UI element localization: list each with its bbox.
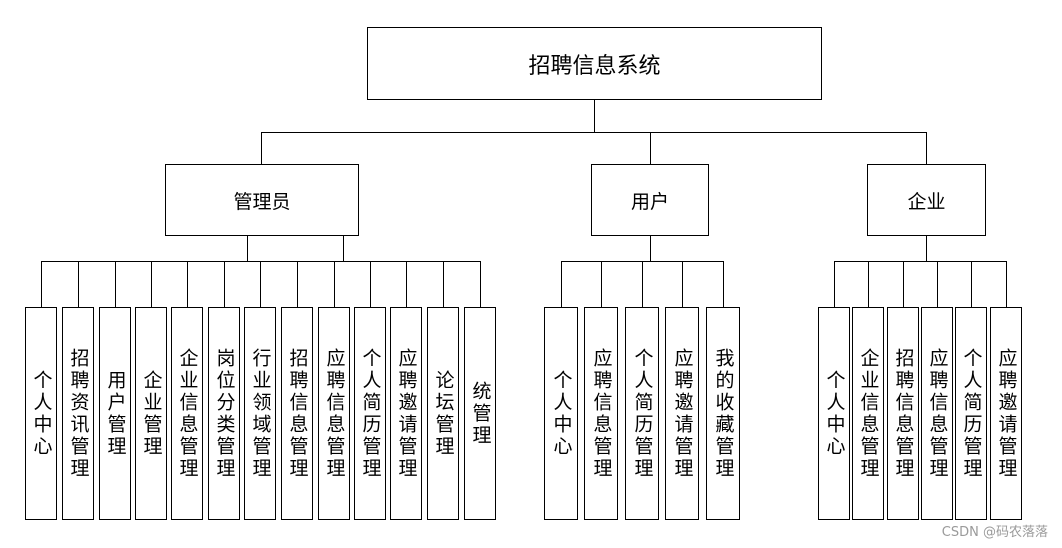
- root-node: 招聘信息系统: [367, 27, 822, 100]
- admin-module-label: 招聘信息管理: [286, 347, 309, 480]
- company-module-label: 企业信息管理: [857, 347, 880, 480]
- company-module: 应聘信息管理: [921, 307, 953, 520]
- company-drop: [868, 261, 869, 307]
- user-drop: [601, 261, 602, 307]
- admin-module-label: 统管理: [469, 380, 492, 447]
- admin-module: 招聘资讯管理: [62, 307, 94, 520]
- company-module: 个人中心: [818, 307, 850, 520]
- company-module: 个人简历管理: [955, 307, 987, 520]
- company-module: 企业信息管理: [852, 307, 884, 520]
- admin-stem-left: [247, 236, 248, 261]
- admin-module: 企业管理: [135, 307, 167, 520]
- company-module: 招聘信息管理: [887, 307, 919, 520]
- company-drop: [903, 261, 904, 307]
- company-stem: [926, 236, 927, 261]
- admin-module: 个人中心: [25, 307, 57, 520]
- company-module-label: 个人简历管理: [960, 347, 983, 480]
- company-bus: [834, 261, 1006, 262]
- admin-drop: [41, 261, 42, 307]
- admin-drop: [443, 261, 444, 307]
- root-drop-user: [650, 132, 651, 164]
- admin-module-label: 企业管理: [140, 369, 163, 458]
- company-module-label: 应聘信息管理: [926, 347, 949, 480]
- root-drop-admin: [261, 132, 262, 164]
- admin-module: 用户管理: [99, 307, 131, 520]
- admin-module: 行业领域管理: [244, 307, 276, 520]
- admin-module: 个人简历管理: [354, 307, 386, 520]
- user-drop: [682, 261, 683, 307]
- role-label-admin: 管理员: [233, 190, 291, 213]
- user-module-label: 个人中心: [550, 369, 573, 458]
- admin-drop: [370, 261, 371, 307]
- root-label: 招聘信息系统: [528, 53, 661, 79]
- admin-module: 统管理: [464, 307, 496, 520]
- admin-drop: [260, 261, 261, 307]
- user-module: 个人简历管理: [625, 307, 659, 520]
- company-drop: [1006, 261, 1007, 307]
- admin-module-label: 应聘信息管理: [323, 347, 346, 480]
- role-node-user: 用户: [591, 164, 709, 236]
- user-module-label: 应聘信息管理: [590, 347, 613, 480]
- watermark: CSDN @码农落落: [941, 525, 1048, 540]
- admin-module-label: 招聘资讯管理: [67, 347, 90, 480]
- admin-stem-right: [343, 236, 344, 261]
- company-drop: [834, 261, 835, 307]
- admin-drop: [187, 261, 188, 307]
- root-stem: [594, 100, 595, 132]
- admin-module-label: 个人简历管理: [359, 347, 382, 480]
- role-node-company: 企业: [867, 164, 986, 236]
- company-drop: [971, 261, 972, 307]
- admin-drop: [334, 261, 335, 307]
- company-module-label: 个人中心: [823, 369, 846, 458]
- user-module: 我的收藏管理: [706, 307, 740, 520]
- admin-module: 应聘邀请管理: [390, 307, 422, 520]
- admin-module: 应聘信息管理: [318, 307, 350, 520]
- admin-module: 招聘信息管理: [281, 307, 313, 520]
- user-module: 个人中心: [544, 307, 578, 520]
- user-drop: [642, 261, 643, 307]
- admin-module-label: 个人中心: [30, 369, 53, 458]
- user-module-label: 应聘邀请管理: [671, 347, 694, 480]
- admin-drop: [480, 261, 481, 307]
- admin-module: 论坛管理: [427, 307, 459, 520]
- admin-module-label: 行业领域管理: [249, 347, 272, 480]
- company-drop: [937, 261, 938, 307]
- user-drop: [723, 261, 724, 307]
- root-drop-company: [926, 132, 927, 164]
- role-node-admin: 管理员: [165, 164, 359, 236]
- user-module: 应聘邀请管理: [665, 307, 699, 520]
- admin-drop: [115, 261, 116, 307]
- user-stem: [650, 236, 651, 261]
- admin-module-label: 应聘邀请管理: [395, 347, 418, 480]
- user-module-label: 个人简历管理: [631, 347, 654, 480]
- admin-drop: [297, 261, 298, 307]
- admin-module-label: 企业信息管理: [176, 347, 199, 480]
- admin-module-label: 岗位分类管理: [213, 347, 236, 480]
- admin-module-label: 论坛管理: [432, 369, 455, 458]
- role-label-company: 企业: [907, 190, 946, 213]
- root-bus: [261, 132, 926, 133]
- admin-module-label: 用户管理: [104, 369, 127, 458]
- company-module-label: 应聘邀请管理: [995, 347, 1018, 480]
- admin-module: 企业信息管理: [171, 307, 203, 520]
- admin-drop: [224, 261, 225, 307]
- user-module-label: 我的收藏管理: [712, 347, 735, 480]
- role-label-user: 用户: [630, 190, 669, 213]
- admin-drop: [406, 261, 407, 307]
- admin-module: 岗位分类管理: [208, 307, 240, 520]
- company-module: 应聘邀请管理: [990, 307, 1022, 520]
- admin-drop: [151, 261, 152, 307]
- user-drop: [561, 261, 562, 307]
- admin-drop: [78, 261, 79, 307]
- company-module-label: 招聘信息管理: [892, 347, 915, 480]
- user-module: 应聘信息管理: [584, 307, 618, 520]
